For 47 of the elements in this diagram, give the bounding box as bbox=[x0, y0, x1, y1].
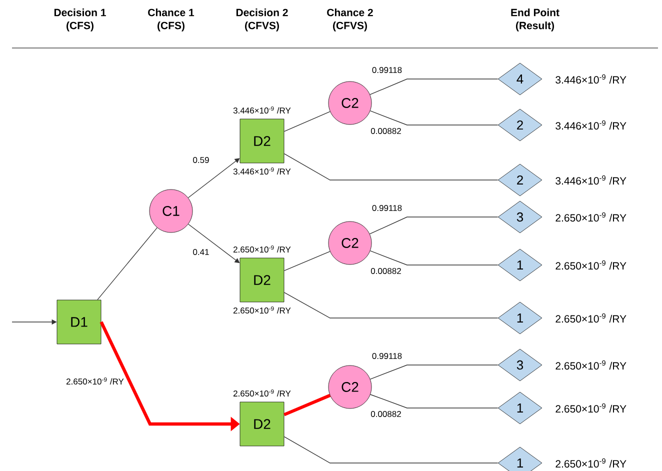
column-header: End Point (Result) bbox=[511, 8, 560, 32]
result-value: 3.446×10$^{-9}$ /RY bbox=[556, 74, 626, 84]
connector-line bbox=[370, 364, 498, 380]
value-label: 2.650×10$^{-9}$ /RY bbox=[234, 389, 291, 397]
connector-line bbox=[370, 250, 498, 266]
result-value: 3.446×10$^{-9}$ /RY bbox=[556, 175, 626, 185]
result-value: 2.650×10$^{-9}$ /RY bbox=[556, 360, 626, 370]
connector-line bbox=[284, 292, 498, 318]
column-header: Decision 2 (CFVS) bbox=[236, 8, 288, 32]
edge-label: 0.59 bbox=[192, 156, 210, 164]
connector-line bbox=[370, 110, 498, 126]
value-label: 2.650×10$^{-9}$ /RY bbox=[234, 245, 291, 253]
result-value: 2.650×10$^{-9}$ /RY bbox=[556, 260, 626, 270]
result-value: 3.446×10$^{-9}$ /RY bbox=[556, 120, 626, 130]
edge-label: 0.99118 bbox=[370, 66, 404, 74]
edge-label: 0.00882 bbox=[370, 266, 402, 275]
connector-line bbox=[370, 78, 498, 95]
arrow bbox=[188, 224, 240, 264]
column-header: Decision 1 (CFS) bbox=[54, 8, 106, 32]
value-label: 2.650×10$^{-9}$ /RY bbox=[234, 306, 291, 314]
decision-box: D1 bbox=[56, 300, 102, 344]
result-value: 2.650×10$^{-9}$ /RY bbox=[556, 403, 626, 413]
connector-line bbox=[284, 251, 330, 272]
column-header: Chance 2 (CFVS) bbox=[327, 8, 373, 32]
column-header: Chance 1 (CFS) bbox=[148, 8, 194, 32]
edge-label: 0.41 bbox=[192, 248, 210, 256]
result-value: 2.650×10$^{-9}$ /RY bbox=[556, 458, 626, 468]
value-label: 3.446×10$^{-9}$ /RY bbox=[233, 167, 291, 175]
value-label: 2.650×10$^{-9}$ /RY bbox=[66, 377, 124, 385]
connector-line bbox=[284, 153, 498, 180]
edge-label: 0.99118 bbox=[370, 352, 404, 360]
result-value: 2.650×10$^{-9}$ /RY bbox=[556, 212, 626, 222]
connector-line bbox=[284, 111, 330, 132]
connector-line bbox=[284, 436, 498, 464]
edge-label: 0.99118 bbox=[370, 204, 404, 212]
arrow bbox=[188, 158, 240, 198]
result-value: 2.650×10$^{-9}$ /RY bbox=[556, 313, 626, 323]
edge-label: 0.00882 bbox=[370, 410, 402, 418]
edge-label: 0.00882 bbox=[370, 127, 402, 135]
connector-line bbox=[97, 227, 158, 300]
connector-line bbox=[284, 394, 331, 416]
decision-box: D2 bbox=[240, 258, 284, 302]
connector-line bbox=[369, 216, 498, 234]
connector-line bbox=[370, 394, 498, 408]
decision-box: D2 bbox=[240, 118, 284, 164]
value-label: 3.446×10$^{-9}$ /RY bbox=[233, 106, 291, 114]
decision-box: D2 bbox=[240, 402, 284, 446]
